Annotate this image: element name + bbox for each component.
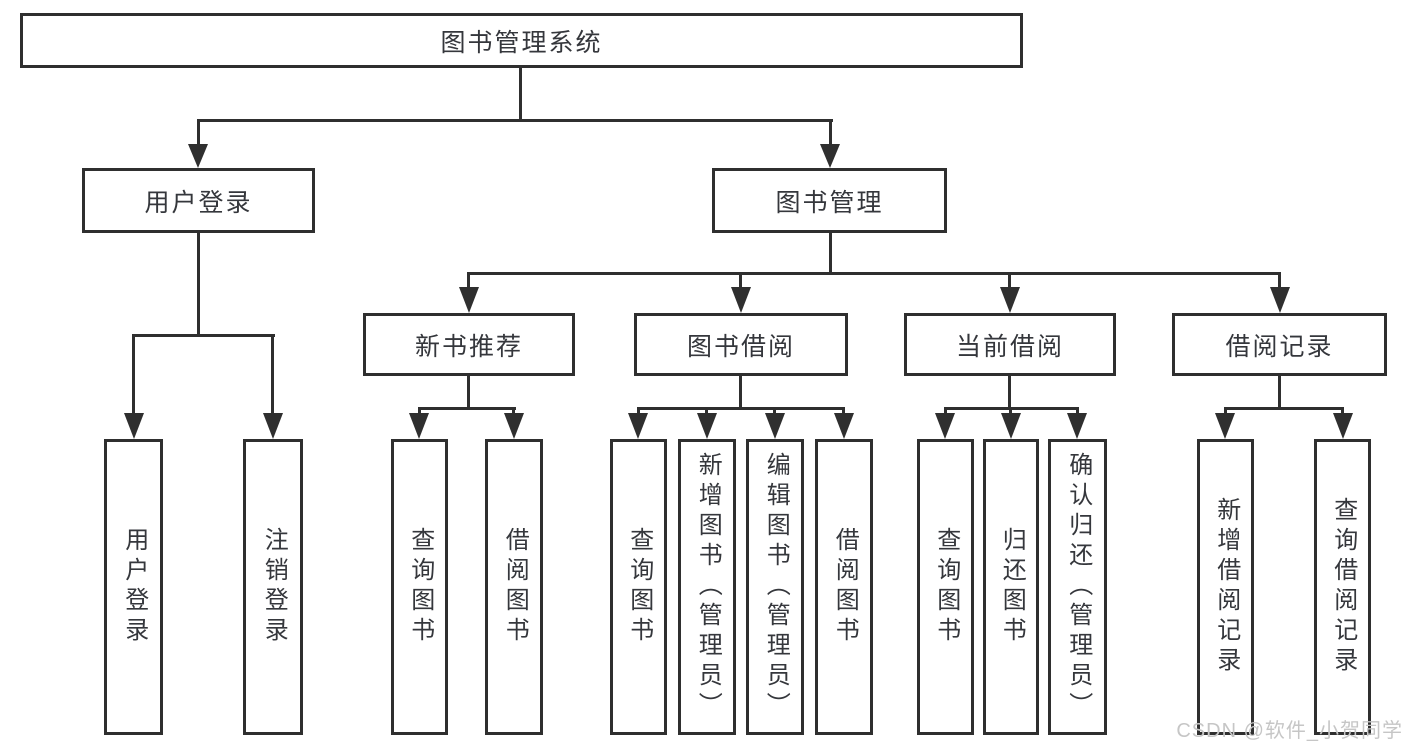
arrow-down-icon — [1333, 413, 1353, 439]
connector-line — [197, 119, 200, 146]
node-book-management: 图书管理 — [712, 168, 947, 233]
arrow-down-icon — [1001, 413, 1021, 439]
leaf-edit-book-admin: 编辑图书（管理员） — [746, 439, 804, 735]
node-label: 归还图书 — [998, 527, 1026, 647]
connector-line — [197, 119, 833, 122]
connector-line — [739, 272, 742, 288]
leaf-borrow-books-borrowing: 借阅图书 — [815, 439, 873, 735]
arrow-down-icon — [935, 413, 955, 439]
arrow-down-icon — [459, 287, 479, 313]
connector-line — [829, 119, 832, 146]
leaf-add-borrow-record: 新增借阅记录 — [1197, 439, 1254, 735]
node-label: 注销登录 — [260, 527, 288, 647]
connector-line — [705, 407, 708, 414]
connector-line — [467, 272, 1281, 275]
node-book-borrowing: 图书借阅 — [634, 313, 848, 376]
connector-line — [1224, 407, 1344, 410]
connector-line — [512, 407, 515, 414]
node-label: 查询图书 — [625, 527, 653, 647]
arrow-down-icon — [504, 413, 524, 439]
connector-line — [418, 407, 421, 414]
connector-line — [773, 407, 776, 414]
node-user-login: 用户登录 — [82, 168, 315, 233]
arrow-down-icon — [765, 413, 785, 439]
connector-line — [637, 407, 845, 410]
node-label: 当前借阅 — [955, 332, 1064, 361]
node-current-borrowing: 当前借阅 — [904, 313, 1116, 376]
node-label: 用户登录 — [120, 527, 148, 647]
connector-line — [1008, 376, 1011, 409]
leaf-user-login: 用户登录 — [104, 439, 163, 735]
node-label: 图书管理系统 — [440, 28, 603, 57]
arrow-down-icon — [1000, 287, 1020, 313]
leaf-query-books-recommend: 查询图书 — [391, 439, 448, 735]
node-label: 图书管理 — [775, 188, 884, 217]
connector-line — [1076, 407, 1079, 414]
connector-line — [1009, 407, 1012, 414]
arrow-down-icon — [124, 413, 144, 439]
node-borrow-records: 借阅记录 — [1172, 313, 1387, 376]
connector-line — [944, 407, 947, 414]
connector-line — [418, 407, 516, 410]
arrow-down-icon — [409, 413, 429, 439]
connector-line — [829, 233, 832, 275]
leaf-add-book-admin: 新增图书（管理员） — [678, 439, 736, 735]
connector-line — [197, 233, 200, 336]
arrow-down-icon — [834, 413, 854, 439]
node-library-system: 图书管理系统 — [20, 13, 1023, 68]
arrow-down-icon — [188, 144, 208, 168]
leaf-logout: 注销登录 — [243, 439, 303, 735]
leaf-query-books-borrowing: 查询图书 — [610, 439, 667, 735]
connector-line — [519, 65, 522, 121]
node-label: 查询图书 — [932, 527, 960, 647]
node-label: 新增图书（管理员） — [694, 452, 722, 722]
connector-line — [132, 334, 275, 337]
leaf-query-borrow-record: 查询借阅记录 — [1314, 439, 1371, 735]
arrow-down-icon — [697, 413, 717, 439]
node-label: 确认归还（管理员） — [1064, 452, 1092, 722]
node-label: 借阅图书 — [831, 527, 859, 647]
node-label: 新书推荐 — [414, 332, 523, 361]
leaf-query-books-current: 查询图书 — [917, 439, 974, 735]
node-label: 用户登录 — [144, 188, 253, 217]
connector-line — [467, 272, 470, 288]
connector-line — [271, 334, 274, 414]
arrow-down-icon — [628, 413, 648, 439]
arrow-down-icon — [1067, 413, 1087, 439]
connector-line — [1278, 272, 1281, 288]
arrow-down-icon — [820, 144, 840, 168]
connector-line — [842, 407, 845, 414]
leaf-borrow-books-recommend: 借阅图书 — [485, 439, 543, 735]
connector-line — [132, 334, 135, 414]
node-label: 新增借阅记录 — [1212, 497, 1240, 677]
arrow-down-icon — [731, 287, 751, 313]
connector-line — [1008, 272, 1011, 288]
node-new-book-recommend: 新书推荐 — [363, 313, 575, 376]
node-label: 借阅图书 — [501, 527, 529, 647]
connector-line — [1341, 407, 1344, 414]
arrow-down-icon — [1270, 287, 1290, 313]
connector-line — [1278, 376, 1281, 409]
node-label: 图书借阅 — [686, 332, 795, 361]
watermark: CSDN @软件_小贺同学 — [1176, 720, 1403, 742]
connector-line — [637, 407, 640, 414]
connector-line — [739, 376, 742, 409]
connector-line — [1224, 407, 1227, 414]
arrow-down-icon — [1215, 413, 1235, 439]
leaf-return-books: 归还图书 — [983, 439, 1039, 735]
node-label: 查询借阅记录 — [1329, 497, 1357, 677]
node-label: 查询图书 — [406, 527, 434, 647]
connector-line — [467, 376, 470, 409]
leaf-confirm-return-admin: 确认归还（管理员） — [1048, 439, 1107, 735]
arrow-down-icon — [263, 413, 283, 439]
node-label: 借阅记录 — [1225, 332, 1334, 361]
node-label: 编辑图书（管理员） — [762, 452, 790, 722]
